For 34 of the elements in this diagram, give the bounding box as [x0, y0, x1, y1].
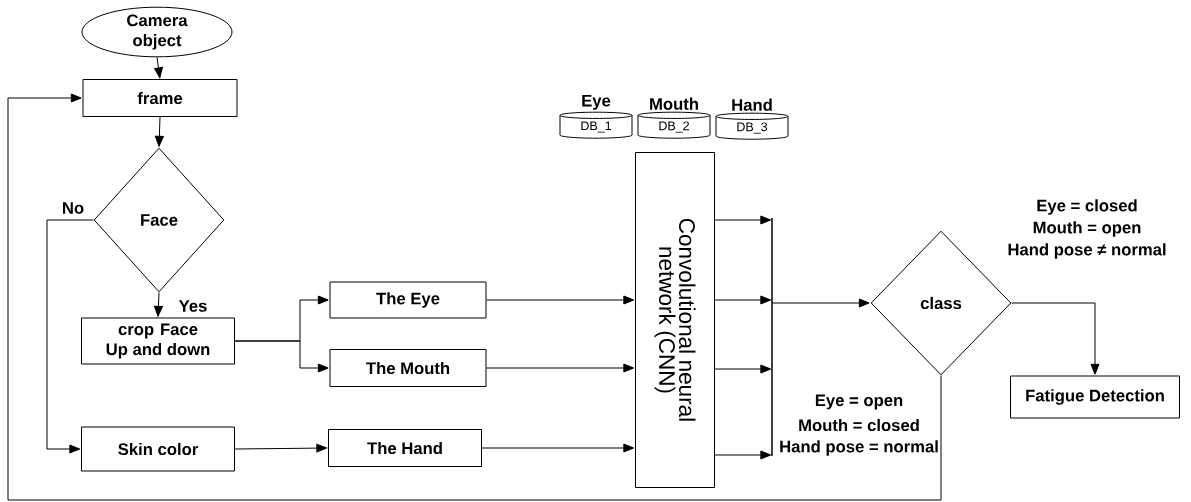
process-box: The Mouth	[329, 349, 487, 387]
condition-text: Hand pose = normal	[780, 440, 938, 456]
database-cylinder: Hand DB_3	[715, 98, 789, 140]
process-box: Fatigue Detection	[1010, 375, 1180, 419]
network-box: Convolutional neural network (CNN)	[635, 152, 715, 488]
process-box: The Eye	[329, 281, 487, 319]
edge-label: No	[60, 200, 86, 216]
arrow	[486, 363, 635, 373]
arrow	[154, 116, 164, 147]
arrow	[481, 443, 635, 453]
arrow	[154, 292, 163, 317]
arrow	[7, 93, 942, 501]
process-box: frame	[82, 79, 238, 117]
arrow	[714, 364, 772, 374]
database-cylinder: Eye DB_1	[559, 94, 633, 139]
condition-text: Mouth = closed	[799, 418, 919, 432]
arrow	[714, 215, 772, 225]
condition-text: Eye = closed	[1037, 199, 1137, 215]
arrow	[154, 56, 163, 79]
arrow	[1011, 302, 1100, 375]
arrow	[234, 443, 328, 453]
arrow	[714, 450, 772, 460]
condition-text: Mouth = open	[1033, 221, 1141, 237]
process-box: crop Face Up and down	[81, 317, 235, 365]
arrow	[714, 295, 772, 305]
process-box: The Hand	[328, 429, 482, 467]
arrow	[771, 298, 870, 308]
condition-text: Eye = open	[815, 394, 903, 410]
arrow	[486, 295, 635, 305]
edge-label: Yes	[176, 298, 210, 314]
arrow	[234, 340, 329, 373]
process-box: Skin color	[81, 426, 235, 472]
database-cylinder: Mouth DB_2	[637, 97, 711, 139]
arrow	[46, 219, 94, 454]
